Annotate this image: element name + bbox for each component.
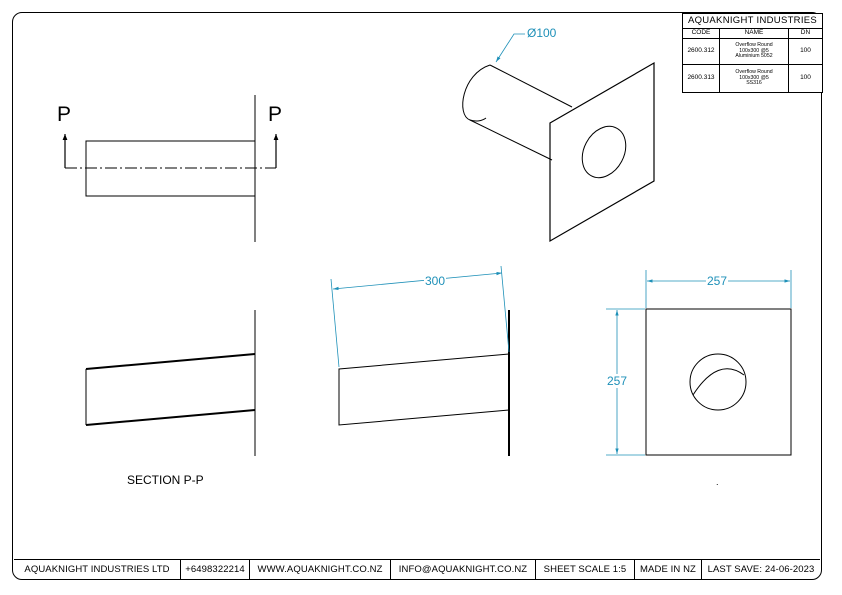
front-view	[62, 95, 279, 242]
section-label-left: P	[57, 103, 72, 126]
diameter-leader	[495, 33, 525, 63]
row-name-line: Overflow Round	[735, 42, 773, 49]
section-title: SECTION P-P	[127, 473, 204, 487]
row-dn: 100	[788, 38, 823, 65]
title-block-company: AQUAKNIGHT INDUSTRIES	[682, 13, 823, 29]
pipe-bottom-edge	[469, 119, 553, 161]
diameter-dimension: Ø100	[527, 26, 557, 40]
footer-phone: +6498322214	[181, 560, 250, 579]
flange-view	[606, 270, 792, 456]
row-name: Overflow Round 100x300 @5 Aluminium 5052	[719, 38, 789, 65]
footer-scale: SHEET SCALE 1:5	[536, 560, 635, 579]
table-row: 2600.312 Overflow Round 100x300 @5 Alumi…	[682, 38, 823, 65]
length-extension-right	[500, 265, 510, 353]
row-name: Overflow Round 100x300 @5 SS316	[719, 64, 789, 93]
row-code: 2600.312	[682, 38, 720, 65]
pipe-top-edge	[489, 64, 573, 108]
section-label-right: P	[268, 103, 283, 126]
row-name-line: 100x300 @5	[739, 74, 769, 81]
section-pipe-bottom-wall	[85, 409, 256, 426]
side-view	[330, 265, 510, 456]
isometric-view	[462, 61, 655, 243]
footer-bar: AQUAKNIGHT INDUSTRIES LTD +6498322214 WW…	[14, 559, 820, 579]
row-name-line: Aluminium 5052	[735, 53, 773, 60]
flange-plate	[645, 308, 792, 456]
column-header-code: CODE	[682, 28, 720, 39]
flange-hole	[689, 353, 747, 411]
column-header-dn: DN	[788, 28, 823, 39]
length-dimension-line	[332, 271, 503, 291]
footer-email: INFO@AQUAKNIGHT.CO.NZ	[391, 560, 536, 579]
row-code: 2600.313	[682, 64, 720, 93]
section-view	[85, 310, 256, 456]
iso-flange-hole	[581, 125, 627, 179]
height-dimension: 257	[606, 374, 629, 388]
iso-flange-plate	[549, 61, 655, 243]
flange-hole-inner-edge	[692, 368, 745, 396]
row-name-line: Overflow Round	[735, 69, 773, 76]
table-row: 2600.313 Overflow Round 100x300 @5 SS316…	[682, 64, 823, 93]
section-pipe-top-wall	[85, 353, 256, 370]
footer-company: AQUAKNIGHT INDUSTRIES LTD	[14, 560, 181, 579]
column-header-name: NAME	[719, 28, 789, 39]
drawing-frame	[12, 12, 822, 580]
pipe-end-curve	[462, 64, 491, 122]
side-pipe-outline	[338, 353, 510, 426]
row-name-line: 100x300 @5	[739, 47, 769, 54]
footer-last-save: LAST SAVE: 24-06-2023	[707, 564, 815, 575]
width-dimension: 257	[706, 274, 729, 288]
row-name-line: SS316	[746, 80, 762, 87]
length-extension-left	[330, 278, 340, 368]
footer-origin: MADE IN NZ	[635, 560, 702, 579]
title-block: AQUAKNIGHT INDUSTRIES CODE NAME DN 2600.…	[682, 13, 823, 93]
small-mark: .	[716, 477, 719, 487]
footer-website: WWW.AQUAKNIGHT.CO.NZ	[250, 560, 391, 579]
length-dimension: 300	[424, 274, 447, 288]
row-dn: 100	[788, 64, 823, 93]
